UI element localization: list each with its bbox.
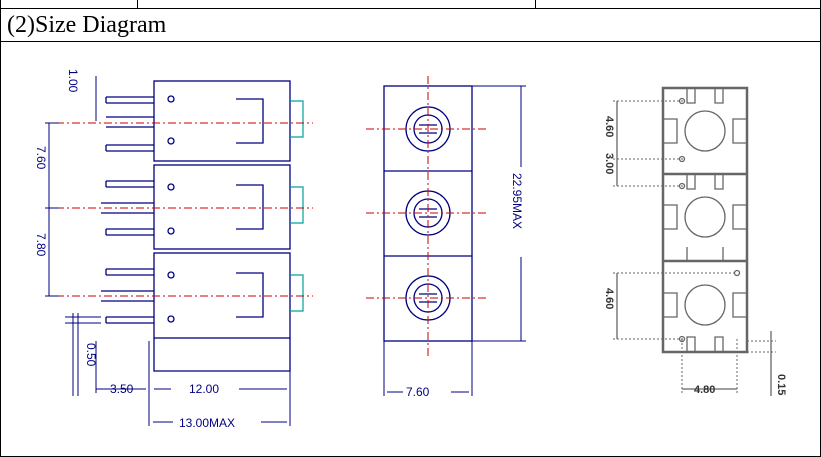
side-hole (167, 315, 175, 323)
side-pin (106, 116, 154, 128)
dim-label: 3.00 (603, 153, 615, 174)
dim-label: 0.50 (84, 343, 98, 367)
side-pin (105, 180, 154, 188)
bottom-view-drawing: 4.60 3.00 4.80 4.60 0.15 (603, 86, 787, 396)
side-tab (290, 100, 304, 138)
dim-label: 7.60 (406, 385, 430, 399)
bottom-notch (663, 292, 747, 318)
side-hole (167, 227, 175, 235)
table-divider (137, 0, 138, 8)
table-top-strip (0, 0, 821, 8)
side-pin (105, 96, 154, 104)
side-pin (105, 316, 154, 324)
dim-label: 4.60 (603, 288, 615, 309)
dim-label: 4.60 (603, 116, 615, 137)
side-pin (101, 202, 154, 214)
section-title: (2)Size Diagram (7, 12, 167, 38)
side-hole (167, 183, 175, 191)
side-bracket-1 (236, 98, 264, 144)
bottom-hole (684, 284, 726, 326)
side-body-base (153, 338, 291, 372)
side-pin (105, 144, 154, 152)
bottom-notch (663, 204, 747, 230)
bottom-pin (678, 97, 686, 105)
dim-label: 7.60 (34, 146, 48, 170)
side-bracket-2 (236, 184, 264, 230)
bottom-pin (733, 269, 741, 277)
dim-label: 3.50 (110, 382, 134, 396)
side-pin (105, 228, 154, 236)
side-hole (167, 137, 175, 145)
side-hole (167, 271, 175, 279)
bottom-body (661, 86, 749, 354)
front-view-drawing: 22.95MAX 7.60 (366, 76, 526, 399)
table-divider (535, 0, 536, 8)
side-body-2 (153, 164, 291, 250)
side-pin (105, 268, 154, 276)
bottom-hole (684, 110, 726, 152)
section-header: (2)Size Diagram (0, 8, 821, 42)
side-view-drawing: 1.00 7.60 7.80 0.50 3.50 12.00 13.00MAX (34, 69, 313, 430)
bottom-notch (686, 88, 724, 104)
side-tab (290, 274, 304, 312)
bottom-hole (684, 196, 726, 238)
front-knob (405, 275, 451, 321)
size-drawings: .ln { stroke:#000080; stroke-width:1.3; … (34, 69, 787, 430)
side-hole (167, 95, 175, 103)
bottom-notch (686, 336, 724, 352)
dim-label: 0.15 (775, 374, 787, 395)
dim-label: 7.80 (34, 233, 48, 257)
bottom-pin (678, 182, 686, 190)
dim-label: 22.95MAX (510, 173, 524, 229)
bottom-notch (663, 118, 747, 144)
bottom-pin (678, 335, 686, 343)
bottom-notch (686, 247, 724, 261)
dim-label: 4.80 (694, 384, 715, 396)
diagram-cell: .ln { stroke:#000080; stroke-width:1.3; … (0, 41, 821, 457)
dim-label: 13.00MAX (179, 416, 235, 430)
side-body-1 (153, 80, 291, 162)
side-tab (290, 186, 304, 224)
bottom-notch (686, 174, 724, 190)
dim-label: 12.00 (189, 382, 219, 396)
side-pin (101, 290, 154, 302)
side-bracket-3 (236, 272, 264, 318)
front-knob (405, 190, 451, 236)
bottom-pin (678, 155, 686, 163)
dim-label: 1.00 (66, 69, 80, 93)
